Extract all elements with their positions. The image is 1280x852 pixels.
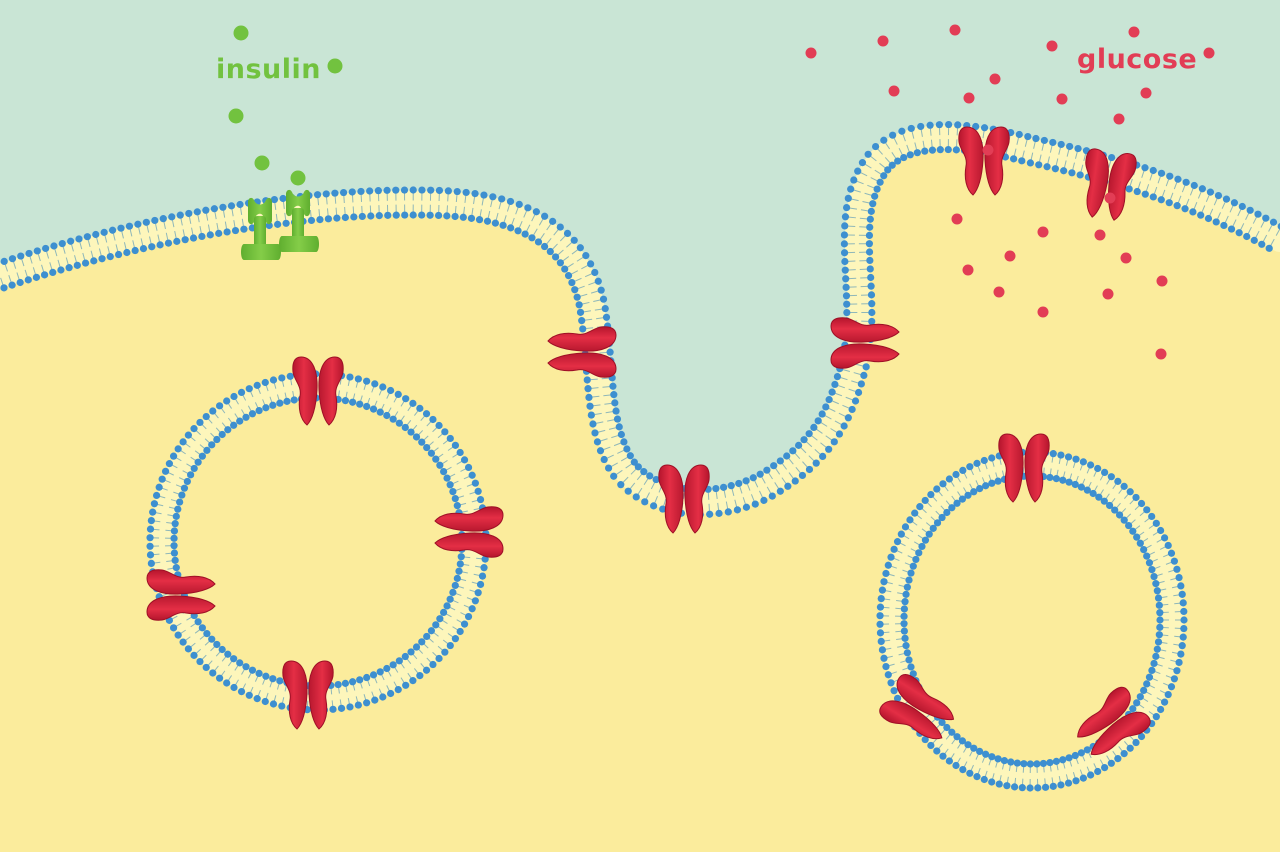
- glucose-molecule: [993, 286, 1005, 298]
- vesicle-left: [146, 370, 490, 714]
- glucose-molecule: [1113, 113, 1125, 125]
- insulin-molecule: [254, 155, 270, 171]
- glucose-molecule: [989, 73, 1001, 85]
- glucose-molecule: [805, 47, 817, 59]
- glucose-molecule: [963, 92, 975, 104]
- membrane-core: [0, 125, 1280, 515]
- glucose-molecule: [1102, 288, 1114, 300]
- glucose-molecule: [888, 85, 900, 97]
- glucose-molecule: [1128, 26, 1140, 38]
- protein-layer: [146, 126, 1155, 766]
- glucose-molecule: [949, 24, 961, 36]
- plasma-membrane: [0, 0, 1280, 519]
- glucose-molecule: [1056, 93, 1068, 105]
- insulin-label: insulin: [216, 54, 322, 85]
- glucose-label: glucose: [1077, 44, 1198, 75]
- insulin-receptor-2: [279, 189, 319, 252]
- glucose-molecule: [1203, 47, 1215, 59]
- insulin-molecule: [327, 58, 343, 74]
- glucose-molecule: [1046, 40, 1058, 52]
- insulin-molecule: [233, 25, 249, 41]
- glucose-molecule: [1156, 275, 1168, 287]
- glucose-molecule: [877, 35, 889, 47]
- insulin-molecule: [228, 108, 244, 124]
- glucose-molecule: [1037, 226, 1049, 238]
- glucose-molecule: [951, 213, 963, 225]
- vesicle-layer: [146, 370, 1188, 792]
- glucose-molecule: [1140, 87, 1152, 99]
- glucose-molecule: [1037, 306, 1049, 318]
- phospholipid-heads: [0, 120, 1280, 519]
- molecule-layer: [228, 24, 1215, 360]
- insulin-molecule: [290, 170, 306, 186]
- glucose-molecule: [1155, 348, 1167, 360]
- lipid-tails: [0, 128, 1280, 512]
- glucose-molecule: [1094, 229, 1106, 241]
- glucose-molecule: [1004, 250, 1016, 262]
- glucose-molecule: [1104, 192, 1116, 204]
- glucose-molecule: [982, 144, 994, 156]
- glucose-molecule: [962, 264, 974, 276]
- insulin-receptor-1: [241, 197, 281, 260]
- glucose-molecule: [1120, 252, 1132, 264]
